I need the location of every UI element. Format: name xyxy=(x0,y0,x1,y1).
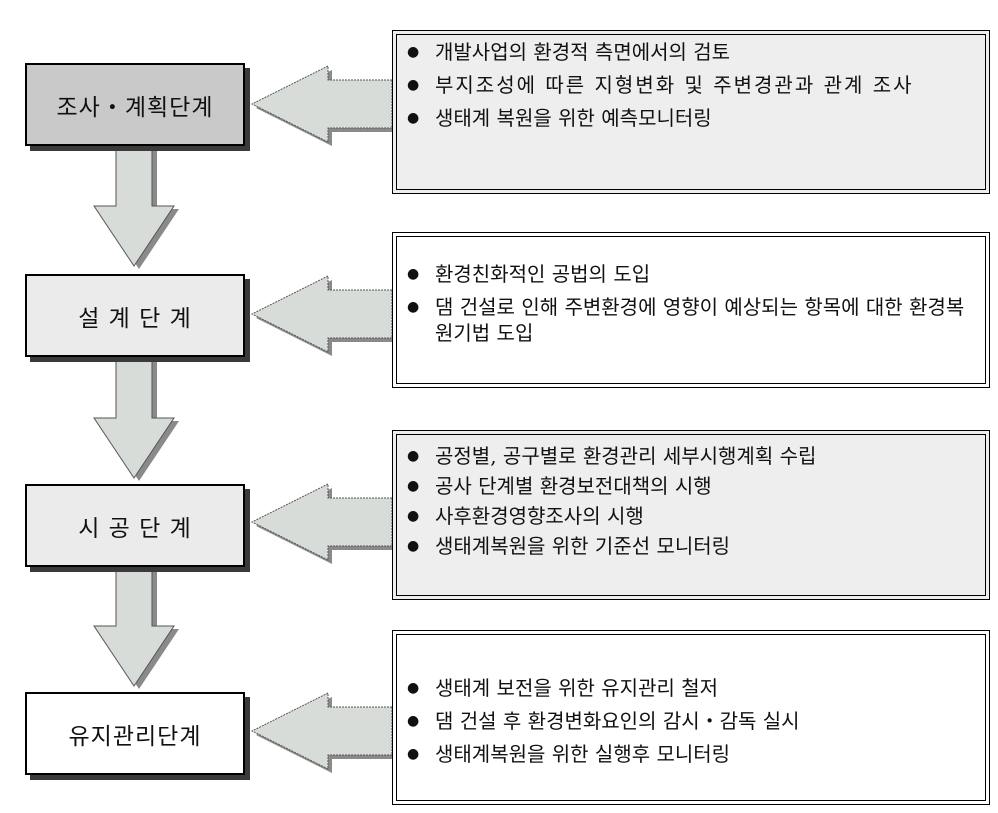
list-item: ●댐 건설로 인해 주변환경에 영향이 예상되는 항목에 대한 환경복원기법 도… xyxy=(403,294,981,346)
stage-construction: 시 공 단 계 xyxy=(25,484,245,567)
down-arrow-3 xyxy=(93,568,179,689)
left-arrow-3 xyxy=(250,483,396,564)
list-item: ●부지조성에 따른 지형변화 및 주변경관과 관계 조사 xyxy=(403,72,981,98)
bullet-icon: ● xyxy=(407,746,420,762)
list-item: ●생태계복원을 위한 기준선 모니터링 xyxy=(403,533,981,559)
stage-design: 설 계 단 계 xyxy=(25,274,245,357)
stage-label: 조사・계획단계 xyxy=(56,94,214,121)
bullet-icon: ● xyxy=(407,77,420,93)
stage-maintenance: 유지관리단계 xyxy=(25,692,245,775)
stage-label: 시 공 단 계 xyxy=(78,515,192,542)
list-item: ●공사 단계별 환경보전대책의 시행 xyxy=(403,473,981,499)
list-item: ●댐 건설 후 환경변화요인의 감시・감독 실시 xyxy=(403,708,981,734)
bullet-icon: ● xyxy=(407,44,420,60)
bullet-icon: ● xyxy=(407,266,420,282)
bullet-icon: ● xyxy=(407,448,420,464)
list-item: ●생태계 보전을 위한 유지관리 철저 xyxy=(403,675,981,701)
description-box-maintenance: ●생태계 보전을 위한 유지관리 철저 ●댐 건설 후 환경변화요인의 감시・감… xyxy=(392,630,990,805)
stage-survey-planning: 조사・계획단계 xyxy=(25,63,245,146)
bullet-icon: ● xyxy=(407,110,420,126)
bullet-icon: ● xyxy=(407,713,420,729)
list-item: ●생태계 복원을 위한 예측모니터링 xyxy=(403,105,981,131)
list-item: ●사후환경영향조사의 시행 xyxy=(403,503,981,529)
stage-label: 유지관리단계 xyxy=(68,723,202,750)
description-box-survey-planning: ●개발사업의 환경적 측면에서의 검토 ●부지조성에 따른 지형변화 및 주변경… xyxy=(392,30,990,194)
bullet-icon: ● xyxy=(407,508,420,524)
left-arrow-4 xyxy=(250,692,396,773)
list-item: ●공정별, 공구별로 환경관리 세부시행계획 수립 xyxy=(403,443,981,469)
bullet-icon: ● xyxy=(407,680,420,696)
bullet-icon: ● xyxy=(407,299,420,315)
list-item: ●생태계복원을 위한 실행후 모니터링 xyxy=(403,741,981,767)
list-item: ●개발사업의 환경적 측면에서의 검토 xyxy=(403,39,981,65)
description-box-design: ●환경친화적인 공법의 도입 ●댐 건설로 인해 주변환경에 영향이 예상되는 … xyxy=(392,232,990,388)
left-arrow-2 xyxy=(250,275,396,356)
down-arrow-2 xyxy=(93,358,179,481)
list-item: ●환경친화적인 공법의 도입 xyxy=(403,261,981,287)
left-arrow-1 xyxy=(250,65,396,146)
bullet-icon: ● xyxy=(407,478,420,494)
bullet-icon: ● xyxy=(407,538,420,554)
stage-label: 설 계 단 계 xyxy=(78,305,192,332)
down-arrow-1 xyxy=(93,147,179,269)
description-box-construction: ●공정별, 공구별로 환경관리 세부시행계획 수립 ●공사 단계별 환경보전대책… xyxy=(392,430,990,600)
